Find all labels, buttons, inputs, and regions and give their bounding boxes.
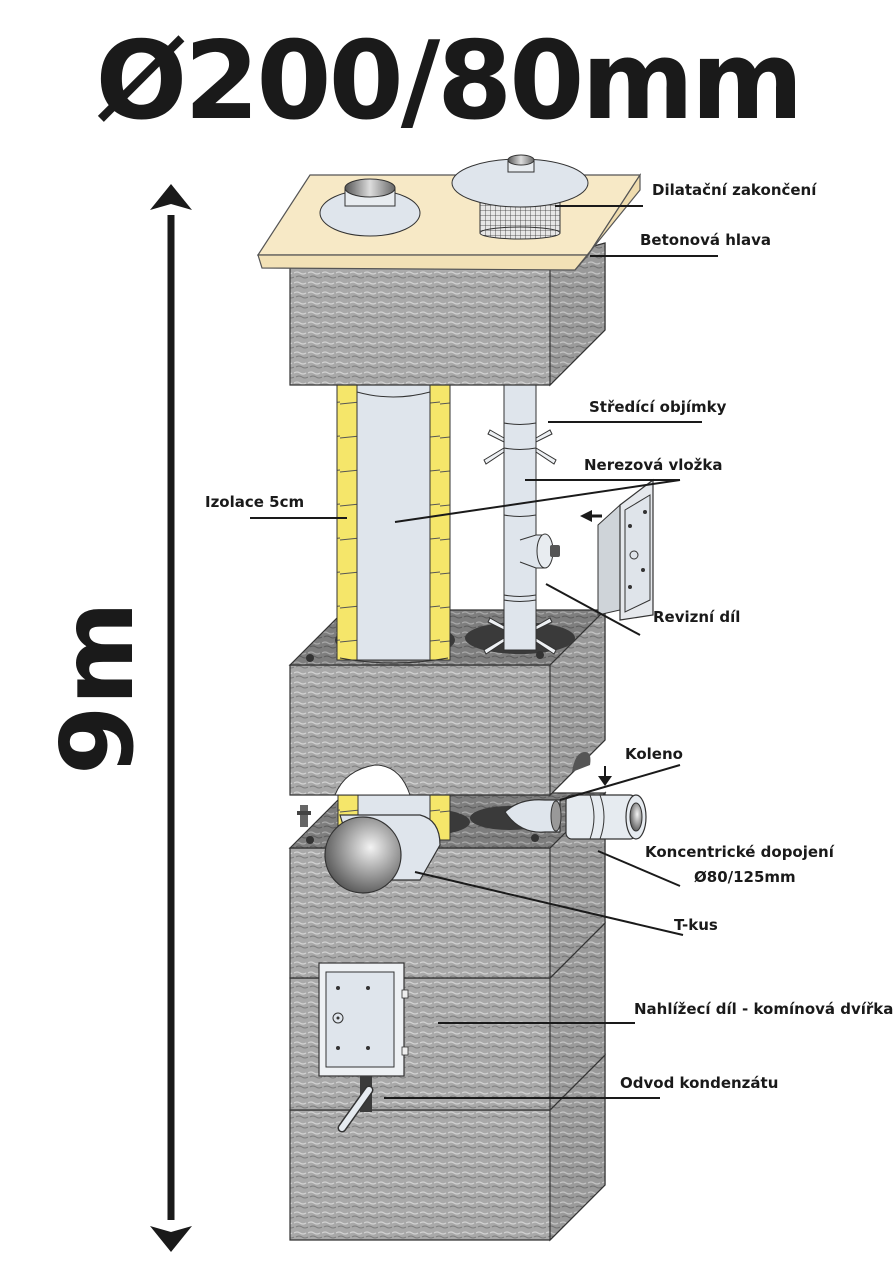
label-t-kus: T-kus bbox=[674, 916, 718, 934]
condensate-plug bbox=[297, 805, 311, 827]
elbow-and-concentric-connector bbox=[504, 794, 647, 840]
condensate-drain bbox=[337, 1076, 374, 1133]
label-dilatacni-zakonceni: Dilatační zakončení bbox=[652, 181, 817, 199]
leader-lines bbox=[250, 205, 718, 1099]
inspection-door bbox=[318, 962, 409, 1077]
t-piece bbox=[324, 763, 451, 894]
label-koleno: Koleno bbox=[625, 745, 683, 763]
revision-tee bbox=[519, 533, 560, 569]
top-block bbox=[289, 242, 606, 387]
centering-clamp bbox=[483, 429, 557, 655]
down-arrow-icon bbox=[598, 766, 612, 786]
dilatation-termination-right bbox=[451, 154, 589, 240]
stainless-liner-pipe bbox=[483, 384, 560, 655]
diameter-title: Ø200/80mm bbox=[95, 19, 803, 144]
main-flue-pipe bbox=[336, 384, 451, 664]
label-nerezova-vlozka: Nerezová vložka bbox=[584, 456, 723, 474]
label-izolace: Izolace 5cm bbox=[205, 493, 305, 511]
label-odvod-kondenzatu: Odvod kondenzátu bbox=[620, 1074, 779, 1092]
label-betonova-hlava: Betonová hlava bbox=[640, 231, 772, 249]
revision-door bbox=[597, 478, 654, 621]
insert-arrow-icon bbox=[580, 510, 602, 522]
label-koncentricke-dopojeni: Koncentrické dopojení bbox=[645, 843, 834, 861]
dilatation-termination-left bbox=[319, 178, 421, 237]
label-stredici-objimky: Středící objímky bbox=[589, 398, 727, 416]
dimension-arrow-icon bbox=[150, 184, 192, 1252]
label-revizni-dil: Revizní díl bbox=[653, 608, 741, 626]
label-nahlizeci-dil: Nahlížecí díl - komínová dvířka bbox=[634, 1000, 894, 1018]
label-koncentricke-rozmer: Ø80/125mm bbox=[694, 868, 796, 886]
